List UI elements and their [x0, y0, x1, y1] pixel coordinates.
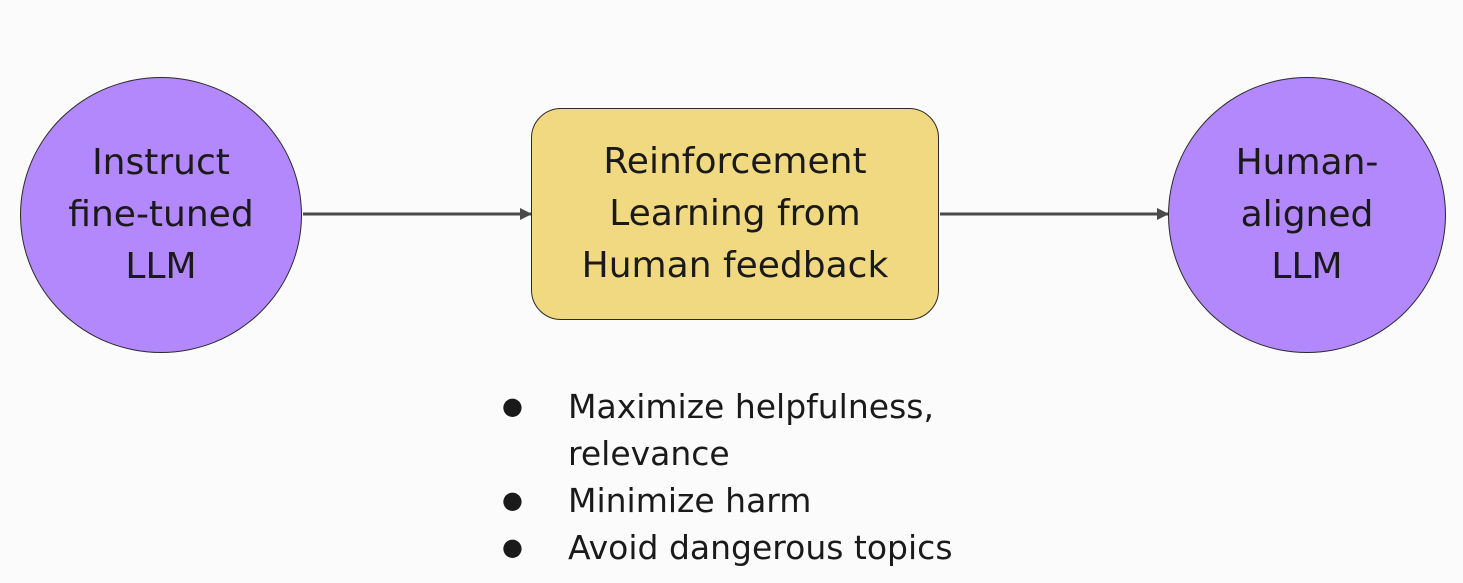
goal-text: Maximize helpfulness, relevance — [568, 387, 934, 473]
node-human-aligned-llm: Human- aligned LLM — [1168, 77, 1446, 353]
goal-item: ● Minimize harm — [500, 477, 1020, 524]
node-instruct-fine-tuned-llm: Instruct fine-tuned LLM — [20, 77, 302, 353]
goal-item: ● Maximize helpfulness, relevance — [500, 383, 1020, 477]
goal-text: Avoid dangerous topics — [568, 528, 953, 567]
rlhf-goals-list: ● Maximize helpfulness, relevance ● Mini… — [500, 383, 1020, 571]
node-label: Human- aligned LLM — [1235, 142, 1379, 287]
node-label: Instruct fine-tuned LLM — [68, 142, 254, 287]
goal-text: Minimize harm — [568, 481, 812, 520]
node-label: Reinforcement Learning from Human feedba… — [581, 141, 889, 286]
bullet-icon: ● — [502, 533, 523, 561]
goal-item: ● Avoid dangerous topics — [500, 524, 1020, 571]
node-rlhf: Reinforcement Learning from Human feedba… — [531, 108, 939, 320]
bullet-icon: ● — [502, 392, 523, 420]
bullet-icon: ● — [502, 486, 523, 514]
